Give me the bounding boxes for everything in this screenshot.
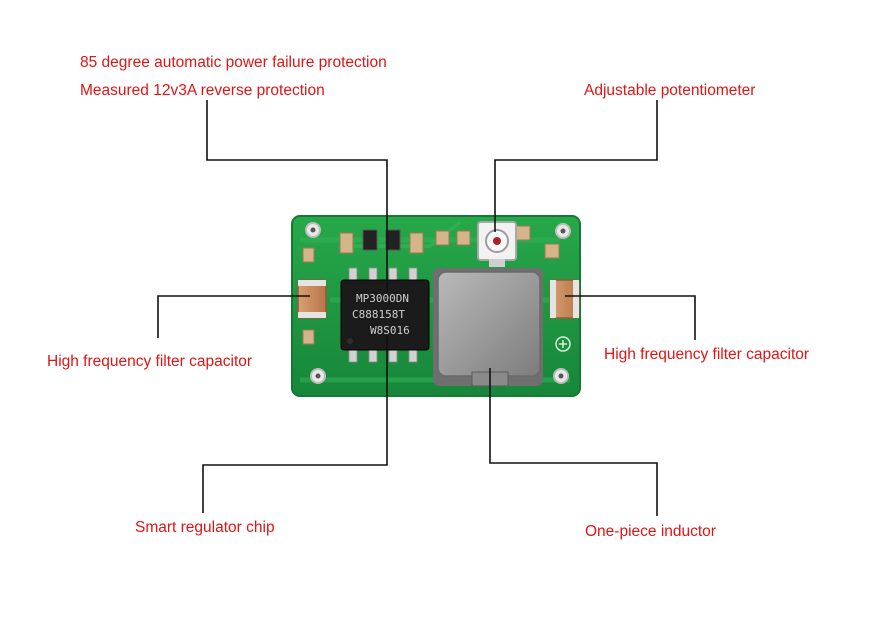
leader-line-inductor — [489, 368, 658, 516]
leader-line-potentiometer — [494, 100, 658, 232]
leader-line-cap-left — [157, 295, 310, 338]
leader-line-reverse-protection — [206, 100, 388, 290]
capacitor-right — [549, 279, 580, 319]
chip-marking-line-3: W8S016 — [370, 324, 410, 337]
leader-line-chip — [202, 335, 388, 513]
chip-marking-line-1: MP3000DN — [356, 292, 409, 305]
capacitor-left — [297, 279, 327, 319]
label-potentiometer: Adjustable potentiometer — [584, 82, 756, 99]
chip-marking-line-2: C888158T — [352, 308, 405, 321]
plus-marking-icon — [555, 336, 571, 352]
mounting-hole-top-right — [555, 223, 571, 239]
label-capacitor-left: High frequency filter capacitor — [47, 353, 253, 370]
label-power-failure-protection: 85 degree automatic power failure protec… — [80, 54, 387, 71]
label-capacitor-right: High frequency filter capacitor — [604, 346, 810, 363]
label-inductor: One-piece inductor — [585, 523, 716, 540]
mounting-hole-top-left — [305, 222, 321, 238]
regulator-chip: MP3000DN C888158T W8S016 — [340, 267, 430, 363]
potentiometer — [477, 221, 517, 267]
leader-lines — [157, 100, 696, 516]
smd-resistors — [302, 225, 560, 345]
inductor — [433, 268, 543, 387]
leader-line-cap-right — [565, 295, 696, 340]
mounting-hole-bottom-left — [310, 368, 326, 384]
mounting-hole-bottom-right — [553, 368, 569, 384]
label-regulator-chip: Smart regulator chip — [135, 519, 275, 536]
label-reverse-protection: Measured 12v3A reverse protection — [80, 82, 325, 99]
